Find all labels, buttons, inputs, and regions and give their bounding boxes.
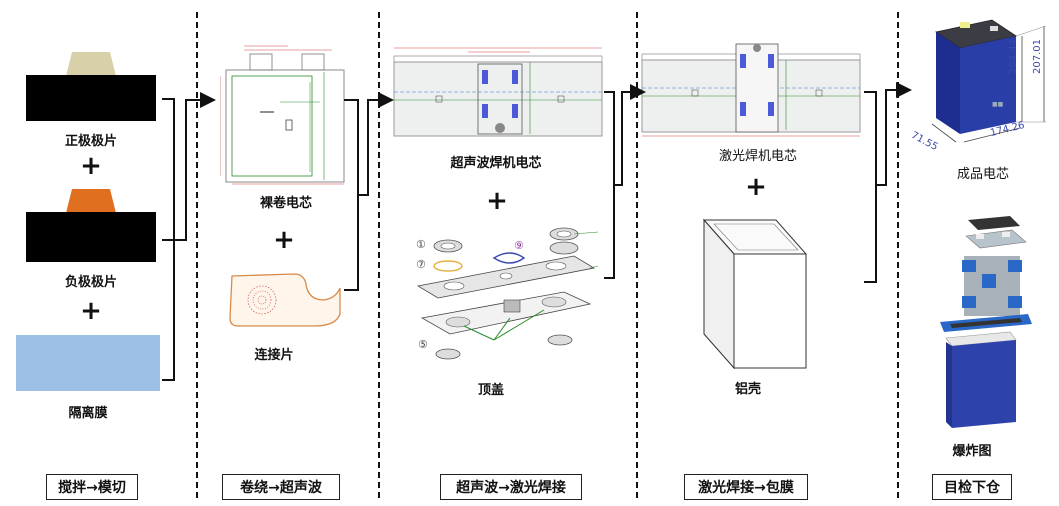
stage-divider (897, 12, 899, 498)
connector-label: 连接片 (254, 348, 294, 363)
stage-label-1: 搅拌→模切 (46, 474, 138, 500)
plus-sign: + (486, 186, 508, 216)
connector-drawing (224, 270, 344, 330)
svg-text:■■: ■■ (992, 101, 1004, 108)
plus-sign: + (80, 151, 102, 181)
top-cover-label: 顶盖 (477, 383, 505, 398)
callout-5: ⑤ (418, 338, 428, 351)
bare-cell-drawing (219, 42, 350, 188)
cathode-sheet (26, 75, 156, 121)
callout-7: ⑦ (416, 258, 426, 271)
stage-label-2: 卷绕→超声波 (222, 474, 340, 500)
stage-label-4: 激光焊接→包膜 (684, 474, 808, 500)
anode-tab (66, 189, 116, 213)
separator-sheet (16, 335, 160, 391)
shell-label: 铝壳 (734, 382, 762, 397)
callout-9: ⑨ (514, 239, 524, 252)
plus-sign: + (745, 172, 767, 202)
finished-cell-label: 成品电芯 (956, 167, 1010, 182)
bare-cell-label: 裸卷电芯 (259, 196, 313, 211)
anode-label: 负极极片 (64, 275, 118, 290)
stage-label-5: 目检下仓 (932, 474, 1012, 500)
cathode-tab (66, 52, 116, 76)
stage-divider (378, 12, 380, 498)
laser-cell-drawing (640, 40, 862, 140)
plus-sign: + (80, 296, 102, 326)
stage-divider (196, 12, 198, 498)
ultrasonic-cell-drawing (390, 42, 606, 140)
cathode-label: 正极极片 (64, 134, 118, 149)
top-cover-exploded-drawing (414, 222, 599, 370)
stage-divider (636, 12, 638, 498)
laser-cell-label: 激光焊机电芯 (718, 149, 798, 164)
stage-label-3: 超声波→激光焊接 (440, 474, 582, 500)
ultrasonic-cell-label: 超声波焊机电芯 (450, 156, 542, 171)
exploded-view-label: 爆炸图 (952, 444, 992, 459)
exploded-view-drawing (932, 212, 1042, 432)
plus-sign: + (273, 225, 295, 255)
aluminum-shell-drawing (700, 208, 812, 370)
anode-sheet (26, 212, 156, 262)
callout-1: ① (416, 238, 426, 251)
separator-label: 隔离膜 (68, 406, 108, 421)
finished-cell-3d: ■■ (906, 10, 1056, 160)
